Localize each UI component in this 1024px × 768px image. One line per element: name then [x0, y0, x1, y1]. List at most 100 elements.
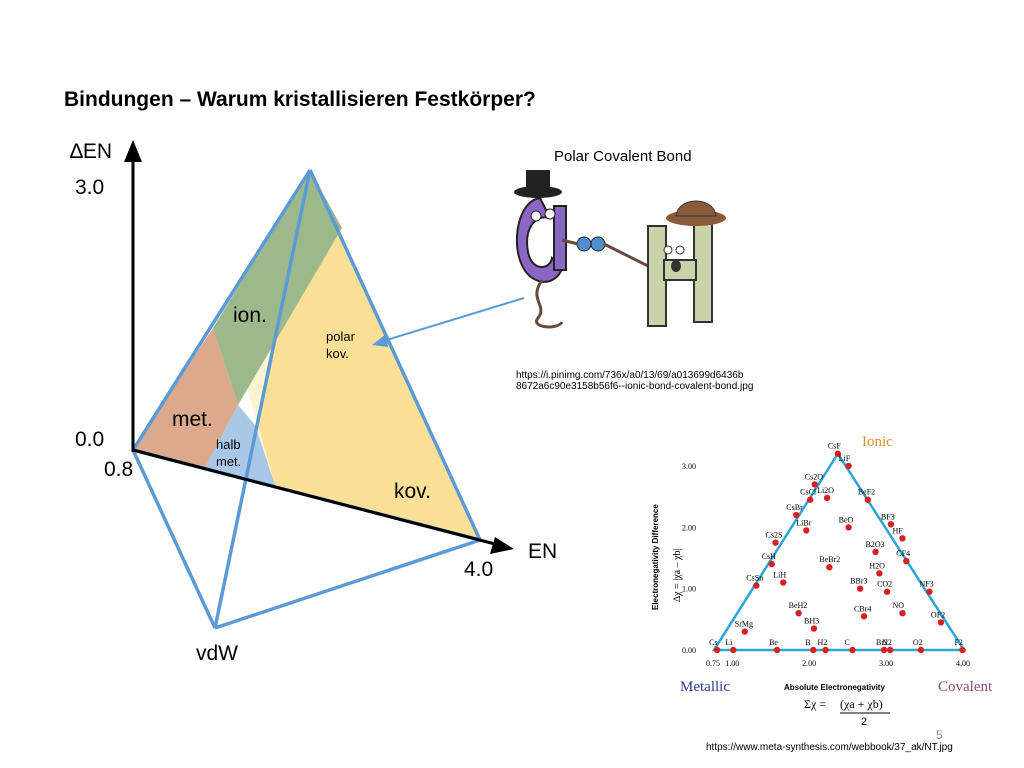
compound-label: F2 [954, 638, 962, 647]
corner-metallic-label: Metallic [680, 679, 730, 695]
compound-point [795, 610, 802, 617]
compound-point [959, 646, 966, 654]
polar-line1: polar [326, 329, 355, 344]
compound-label: C [844, 638, 849, 647]
tick-x-start: 0.8 [104, 458, 134, 481]
compound-label: CsCl [800, 488, 817, 497]
compound-point [826, 564, 833, 571]
compound-point [803, 527, 810, 534]
compound-label: H2O [869, 561, 885, 570]
y-tick-label: 3.00 [682, 462, 696, 471]
y-axis-title: Electronegativity Difference [651, 504, 660, 610]
cartoon-source-url-line1[interactable]: https://i.pinimg.com/736x/a0/13/69/a0136… [516, 370, 744, 381]
compound-point [823, 494, 831, 502]
compound-label: CsH [762, 552, 776, 561]
metallic-region [133, 328, 238, 468]
compound-point [772, 539, 779, 546]
region-metallic-label: met. [172, 408, 213, 431]
compound-point [810, 625, 818, 632]
tick-y-zero: 0.0 [75, 428, 105, 451]
compound-label: Cs2S [766, 531, 783, 540]
compound-label: NO [892, 601, 904, 610]
compound-point [860, 613, 868, 620]
compound-label: LiBr [796, 518, 811, 527]
compound-point [741, 628, 748, 635]
compound-point [810, 646, 817, 654]
compound-point [899, 610, 906, 617]
compound-label: CF4 [896, 549, 910, 558]
compound-point [880, 646, 888, 654]
y-tick-label: 1.00 [682, 585, 696, 594]
corner-ionic-label: Ionic [862, 434, 893, 450]
compound-point [917, 646, 925, 654]
x-tick-label: 3.00 [879, 659, 893, 668]
compound-point [856, 585, 864, 592]
compound-label: CsSn [746, 574, 763, 583]
compound-label: BeO [839, 515, 854, 524]
compound-label: BeBr2 [819, 555, 840, 564]
compound-label: B [805, 638, 810, 647]
compound-point [883, 588, 891, 595]
compound-point [834, 450, 842, 457]
compound-label: BBr3 [850, 577, 867, 586]
tick-x-end: 4.0 [464, 558, 494, 581]
corner-covalent-label: Covalent [938, 679, 993, 695]
y-axis-label: ∆EN [70, 140, 113, 163]
x-tick-label: 1.00 [725, 659, 739, 668]
region-covalent-label: kov. [394, 480, 431, 503]
compound-label: BeH2 [789, 601, 808, 610]
compound-label: HF [892, 526, 903, 535]
x-tick-label: 4.00 [956, 659, 970, 668]
compound-point [845, 524, 852, 531]
compound-point [864, 496, 872, 503]
x-axis [132, 448, 496, 546]
x-axis-label: EN [528, 540, 558, 563]
vertex-vdw-label: vdW [196, 642, 238, 665]
compound-label: CsF [828, 442, 841, 451]
compound-point [773, 646, 781, 654]
compound-point [886, 646, 894, 654]
compound-label: Li [725, 638, 733, 647]
compound-point [768, 560, 775, 568]
compound-label: B2O3 [866, 540, 885, 549]
compound-label: Br2 [876, 638, 888, 647]
compound-label: Cs2O [805, 472, 823, 481]
x-axis-arrow-icon [490, 537, 514, 554]
compound-label: SrMg [735, 620, 753, 629]
compound-label: LiH [773, 571, 786, 580]
compound-label: BF3 [881, 512, 895, 521]
semimetal-region [205, 405, 275, 485]
compound-label: O2 [913, 638, 923, 647]
compound-label: Cs [709, 638, 717, 647]
compound-point [899, 535, 906, 542]
compound-point [926, 588, 933, 595]
tick-y-top: 3.0 [75, 176, 105, 199]
pointer-arrowhead-icon [372, 334, 388, 347]
compound-point [845, 462, 852, 470]
compound-label: CBr4 [854, 604, 871, 613]
compound-point [730, 646, 737, 654]
y-axis-arrow-icon [124, 140, 142, 162]
compound-label: N2 [882, 638, 892, 647]
cartoon-source-url[interactable]: https://i.pinimg.com/736x/a0/13/69/a0136… [516, 370, 753, 392]
x-axis-title: Absolute Electronegativity [784, 683, 885, 692]
y-formula: ∆χ = |χa – χb| [672, 548, 683, 602]
compound-point [876, 570, 883, 577]
region-ionic-label: ion. [233, 304, 267, 327]
ketelaar-triangle-outline [711, 451, 967, 652]
ionic-region [213, 170, 342, 405]
x-formula-sum: Σχ = [804, 697, 826, 711]
compound-point [822, 646, 829, 654]
x-tick-label: 0.75 [706, 659, 720, 668]
compound-point [780, 579, 787, 586]
semimetal-line1: halb [216, 437, 241, 452]
page-number: 5 [936, 728, 943, 742]
compound-point [887, 521, 895, 528]
compound-label: H2 [818, 638, 828, 647]
compound-point [849, 646, 856, 654]
compound-point [793, 511, 800, 519]
ketelaar-source-url[interactable]: https://www.meta-synthesis.com/webbook/3… [706, 742, 953, 753]
cartoon-source-url-line2[interactable]: 8672a6c90e3158b56f6--ionic-bond-covalent… [516, 381, 754, 392]
polar-line2: kov. [326, 346, 349, 361]
compound-label: Li2O [817, 486, 834, 495]
